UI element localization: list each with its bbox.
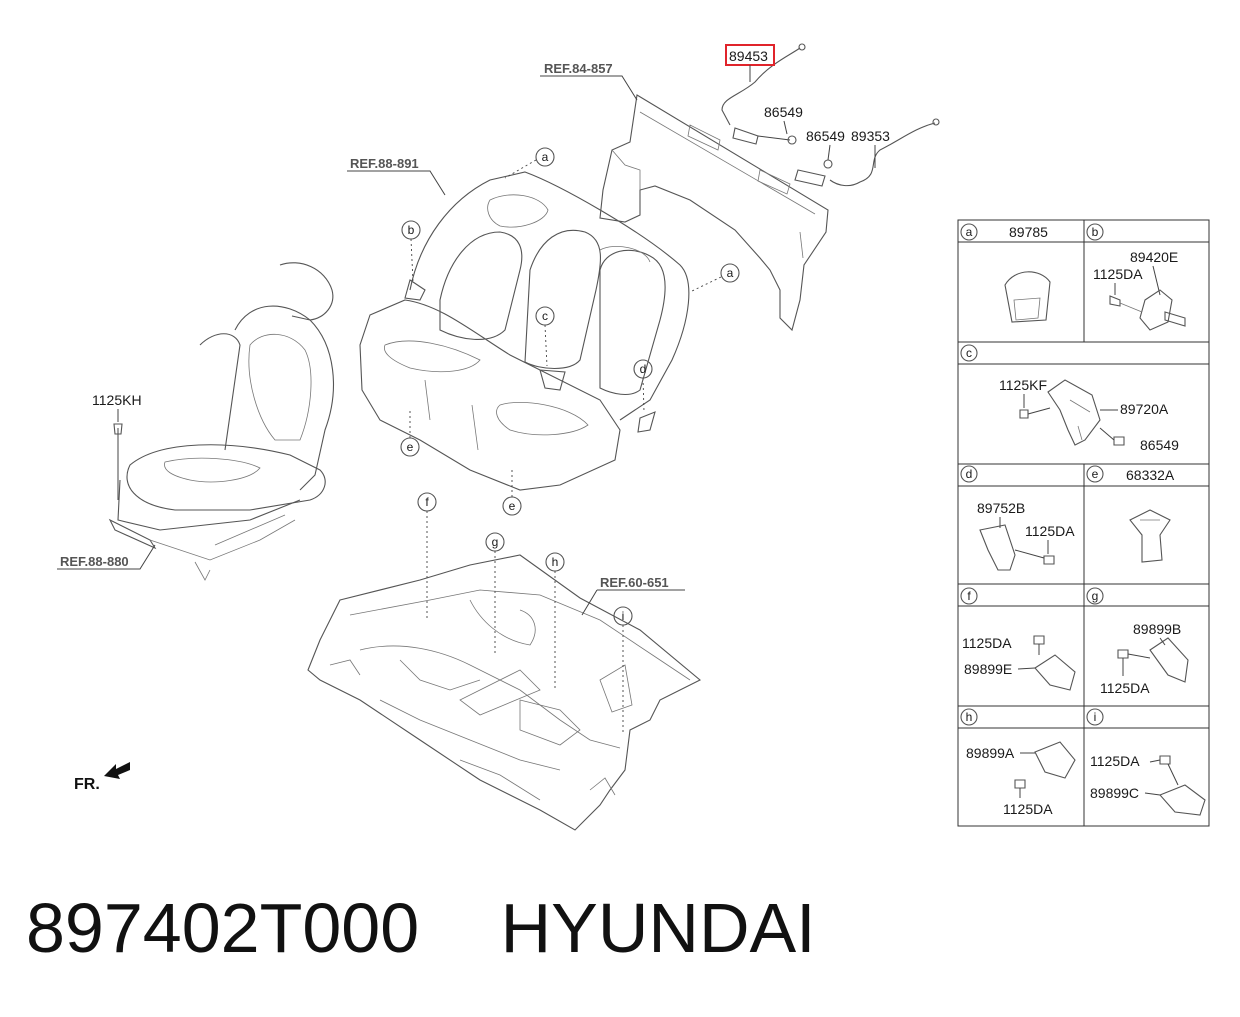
svg-text:b: b: [1092, 225, 1099, 239]
svg-text:d: d: [640, 362, 647, 376]
svg-text:d: d: [966, 467, 973, 481]
svg-text:e: e: [509, 499, 516, 513]
legend-d-part-2: 1125DA: [1025, 523, 1075, 539]
legend-cell-d: d 89752B 1125DA: [960, 465, 1075, 571]
callout-g: g: [485, 532, 505, 655]
front-direction-indicator: FR.: [74, 762, 130, 793]
legend-c-part-2: 89720A: [1120, 401, 1169, 417]
svg-text:f: f: [425, 495, 429, 509]
highlighted-part-89453[interactable]: 89453: [725, 44, 775, 82]
legend-i-part-2: 89899C: [1090, 785, 1139, 801]
legend-h-part-2: 1125DA: [1003, 801, 1053, 817]
svg-text:h: h: [552, 555, 559, 569]
svg-text:h: h: [966, 710, 973, 724]
part-label-89353: 89353: [851, 128, 890, 144]
svg-text:e: e: [407, 440, 414, 454]
legend-g-part-1: 89899B: [1133, 621, 1181, 637]
legend-cell-a: a 89785: [960, 223, 1051, 323]
legend-c-part-3: 86549: [1140, 437, 1179, 453]
ref-88-880: REF.88-880: [60, 554, 129, 569]
svg-text:a: a: [727, 266, 734, 280]
front-arrow-icon: [104, 762, 130, 779]
part-label-1125kh: 1125KH: [92, 392, 142, 408]
legend-cell-g: g 89899B 1125DA: [1086, 587, 1189, 696]
svg-text:g: g: [492, 535, 499, 549]
callout-d: d: [633, 359, 653, 413]
legend-d-part-1: 89752B: [977, 500, 1025, 516]
svg-text:b: b: [408, 223, 415, 237]
legend-table: a 89785 b 89420E 1125DA c 1125KF 89720A …: [957, 219, 1210, 827]
legend-cell-c: c 1125KF 89720A 86549: [960, 344, 1179, 453]
callout-c: c: [535, 306, 555, 367]
legend-cell-f: f 1125DA 89899E: [960, 587, 1076, 691]
highlighted-part-label: 89453: [729, 48, 768, 64]
legend-a-part-1: 89785: [1009, 224, 1048, 240]
svg-text:c: c: [542, 309, 548, 323]
ref-88-891: REF.88-891: [350, 156, 419, 171]
ref-84-857: REF.84-857: [544, 61, 613, 76]
legend-i-part-1: 1125DA: [1090, 753, 1140, 769]
svg-text:g: g: [1092, 589, 1099, 603]
parts-diagram: REF.84-857 REF.88-891 REF.88-880 REF.60-…: [57, 43, 1210, 831]
circle-callouts: a a b c d e e: [400, 147, 740, 735]
reference-labels: REF.84-857 REF.88-891 REF.88-880 REF.60-…: [57, 61, 685, 616]
part-labels: 86549 86549 89353 1125KH: [92, 104, 890, 422]
legend-f-part-1: 1125DA: [962, 635, 1012, 651]
legend-cell-b: b 89420E 1125DA: [1086, 223, 1186, 331]
legend-cell-e: e 68332A: [1086, 465, 1175, 563]
brand-name: HYUNDAI: [500, 889, 816, 967]
callout-a-right: a: [689, 263, 740, 293]
callout-f: f: [417, 492, 437, 620]
svg-text:c: c: [966, 346, 972, 360]
callout-i: i: [613, 606, 633, 735]
legend-b-part-2: 1125DA: [1093, 266, 1143, 282]
svg-text:f: f: [967, 589, 971, 603]
ref-60-651: REF.60-651: [600, 575, 669, 590]
callout-e-left: e: [400, 410, 420, 457]
cable-89453: [721, 43, 806, 145]
legend-f-part-2: 89899E: [964, 661, 1012, 677]
legend-b-part-1: 89420E: [1130, 249, 1178, 265]
legend-c-part-1: 1125KF: [999, 377, 1047, 393]
front-seat: [108, 262, 334, 581]
rear-package-tray-panel: [599, 94, 829, 332]
legend-g-part-2: 1125DA: [1100, 680, 1150, 696]
footer-caption: 897402T000 HYUNDAI: [26, 888, 816, 978]
callout-b: b: [401, 220, 421, 283]
svg-text:a: a: [966, 225, 973, 239]
svg-text:i: i: [622, 609, 625, 623]
legend-cell-h: h 89899A 1125DA: [960, 708, 1076, 817]
svg-text:i: i: [1094, 710, 1097, 724]
part-label-86549-a: 86549: [764, 104, 803, 120]
legend-cell-i: i 1125DA 89899C: [1086, 708, 1206, 816]
legend-h-part-1: 89899A: [966, 745, 1015, 761]
part-label-86549-b: 86549: [806, 128, 845, 144]
legend-e-part-1: 68332A: [1126, 467, 1175, 483]
svg-text:a: a: [542, 150, 549, 164]
callout-h: h: [545, 552, 565, 690]
floor-panel: [307, 554, 701, 831]
rear-bench-seat: [359, 171, 690, 491]
part-number: 897402T000: [26, 889, 420, 967]
front-label: FR.: [74, 776, 100, 793]
callout-a-top: a: [504, 147, 555, 179]
svg-text:e: e: [1092, 467, 1099, 481]
callout-e-right: e: [502, 468, 522, 516]
